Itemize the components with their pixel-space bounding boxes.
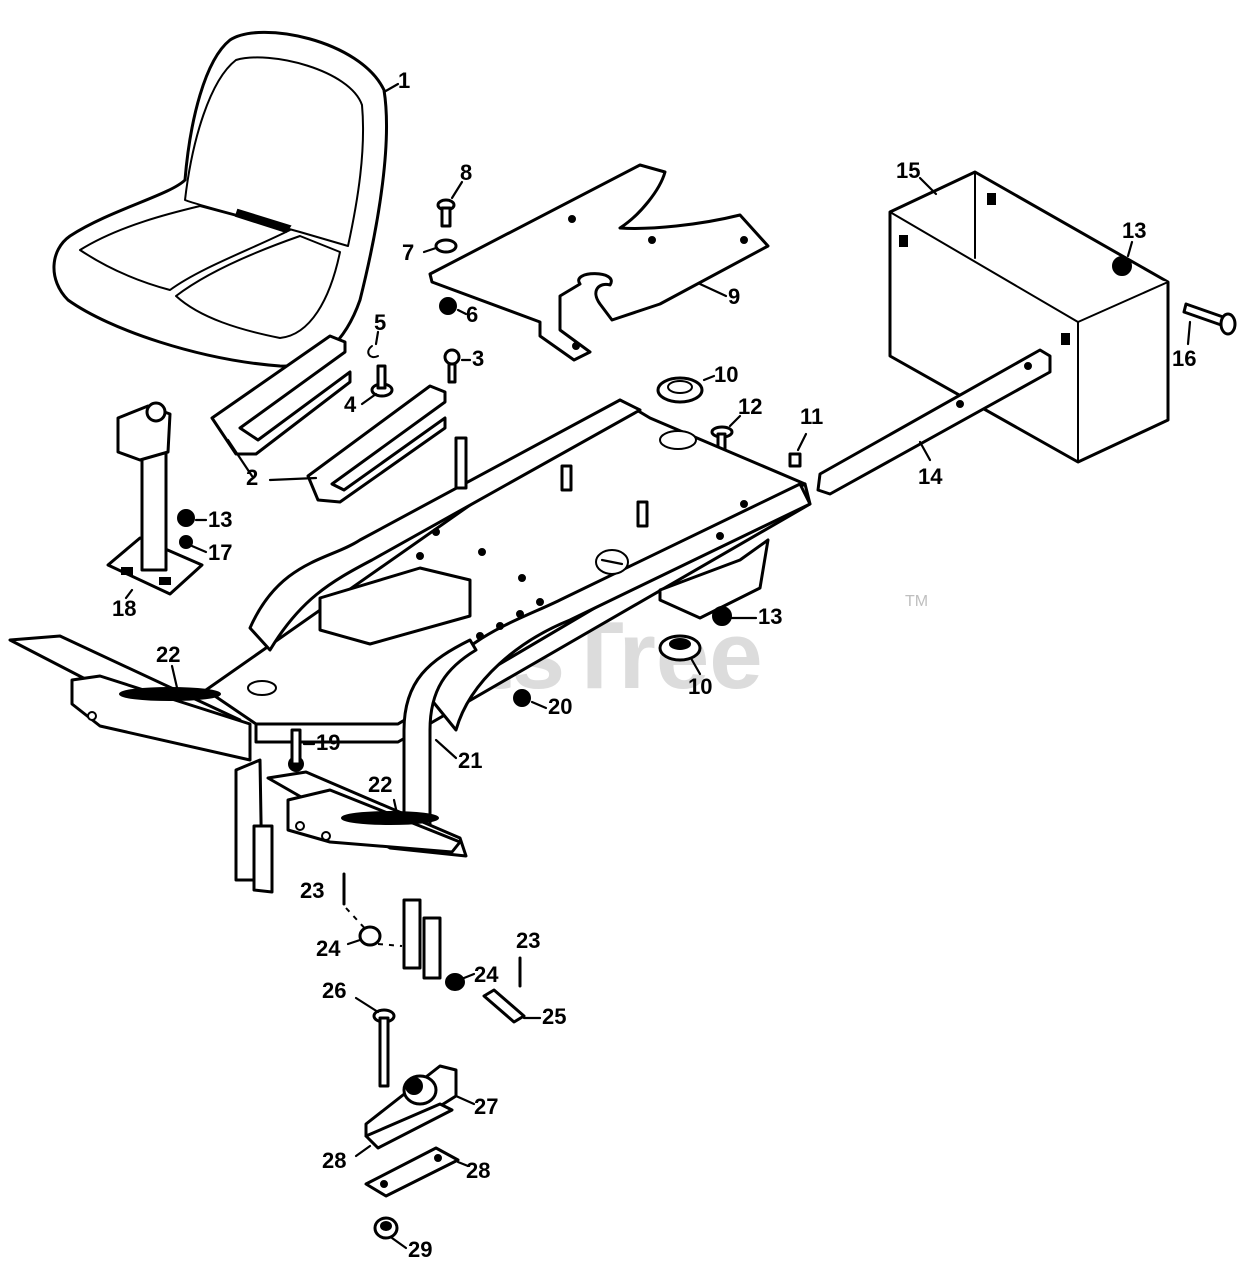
bolt-16[interactable]: 16 (1172, 302, 1237, 371)
callout-17: 17 (208, 540, 232, 565)
callout-28-lower: 28 (466, 1158, 490, 1183)
callout-29: 29 (408, 1237, 432, 1262)
cotter-pin-23-left[interactable]: 23 (300, 872, 403, 947)
callout-26: 26 (322, 978, 346, 1003)
callout-15: 15 (896, 158, 920, 183)
nut-13-frame[interactable]: 13 (712, 604, 782, 629)
callout-20: 20 (548, 694, 572, 719)
callout-10-top: 10 (714, 362, 738, 387)
washer-17[interactable]: 17 (179, 535, 232, 565)
seat-plate[interactable]: 9 (428, 163, 770, 362)
grommet-10-top[interactable]: 10 (656, 362, 738, 404)
steering-support[interactable]: 18 (106, 401, 204, 621)
washer-7[interactable]: 7 (402, 238, 458, 265)
seat-brackets[interactable]: 2 (210, 334, 447, 504)
callout-24-left: 24 (316, 936, 341, 961)
callout-9: 9 (728, 284, 740, 309)
pin-25[interactable]: 25 (482, 988, 566, 1029)
plate-28-lower[interactable]: 28 (364, 1146, 490, 1198)
seat[interactable]: 1 (52, 30, 410, 368)
callout-22-left: 22 (156, 642, 180, 667)
support-bar[interactable]: 14 (816, 348, 1052, 496)
callout-18: 18 (112, 596, 136, 621)
callout-5: 5 (374, 310, 386, 335)
callout-27: 27 (474, 1094, 498, 1119)
watermark-trademark: TM (905, 593, 928, 610)
callout-16: 16 (1172, 346, 1196, 371)
callout-28-upper: 28 (322, 1148, 346, 1173)
callout-4: 4 (344, 392, 357, 417)
callout-25: 25 (542, 1004, 566, 1029)
callout-13-frame: 13 (758, 604, 782, 629)
pivot-bracket-27[interactable]: 27 (364, 1064, 498, 1142)
callout-23-right: 23 (516, 928, 540, 953)
bolt-19[interactable]: 19 (288, 728, 340, 772)
nut-20[interactable]: 20 (513, 689, 572, 719)
footrest-right[interactable]: 22 (266, 770, 468, 858)
callout-7: 7 (402, 240, 414, 265)
callout-11: 11 (800, 404, 823, 429)
callout-14: 14 (918, 464, 943, 489)
bolt-4[interactable]: 4 (344, 364, 394, 417)
callout-10-bottom: 10 (688, 674, 712, 699)
nut-6[interactable]: 6 (439, 297, 478, 327)
main-frame[interactable]: 21 (204, 398, 812, 980)
callout-2: 2 (246, 465, 258, 490)
callout-22-right: 22 (368, 772, 392, 797)
nut-13-steer[interactable]: 13 (177, 507, 232, 532)
callout-3: 3 (472, 346, 484, 371)
nut-29[interactable]: 29 (373, 1216, 432, 1262)
callout-24-right: 24 (474, 962, 499, 987)
bolt-8[interactable]: 8 (436, 160, 472, 228)
plate-28-upper[interactable]: 28 (322, 1102, 454, 1173)
callout-13-steer: 13 (208, 507, 232, 532)
bolt-26[interactable]: 26 (322, 978, 396, 1088)
callout-12: 12 (738, 394, 762, 419)
callout-23-left: 23 (300, 878, 324, 903)
clip-5[interactable]: 5 (367, 310, 386, 358)
screw-11[interactable]: 11 (788, 404, 823, 468)
callout-19: 19 (316, 730, 340, 755)
battery-box[interactable]: 15 (888, 158, 1170, 464)
callout-21: 21 (458, 748, 482, 773)
cotter-pin-23-right[interactable]: 23 (516, 928, 540, 988)
callout-13-box: 13 (1122, 218, 1146, 243)
footrest-left[interactable]: 22 (8, 634, 252, 762)
nut-13-box[interactable]: 13 (1112, 218, 1146, 276)
callout-1: 1 (398, 68, 410, 93)
callout-6: 6 (466, 302, 478, 327)
bolt-3[interactable]: 3 (443, 346, 484, 384)
spacer-24-left[interactable]: 24 (316, 925, 382, 961)
grommet-10-bottom[interactable]: 10 (658, 634, 712, 699)
spacer-24-right[interactable]: 24 (445, 962, 499, 991)
callout-8: 8 (460, 160, 472, 185)
